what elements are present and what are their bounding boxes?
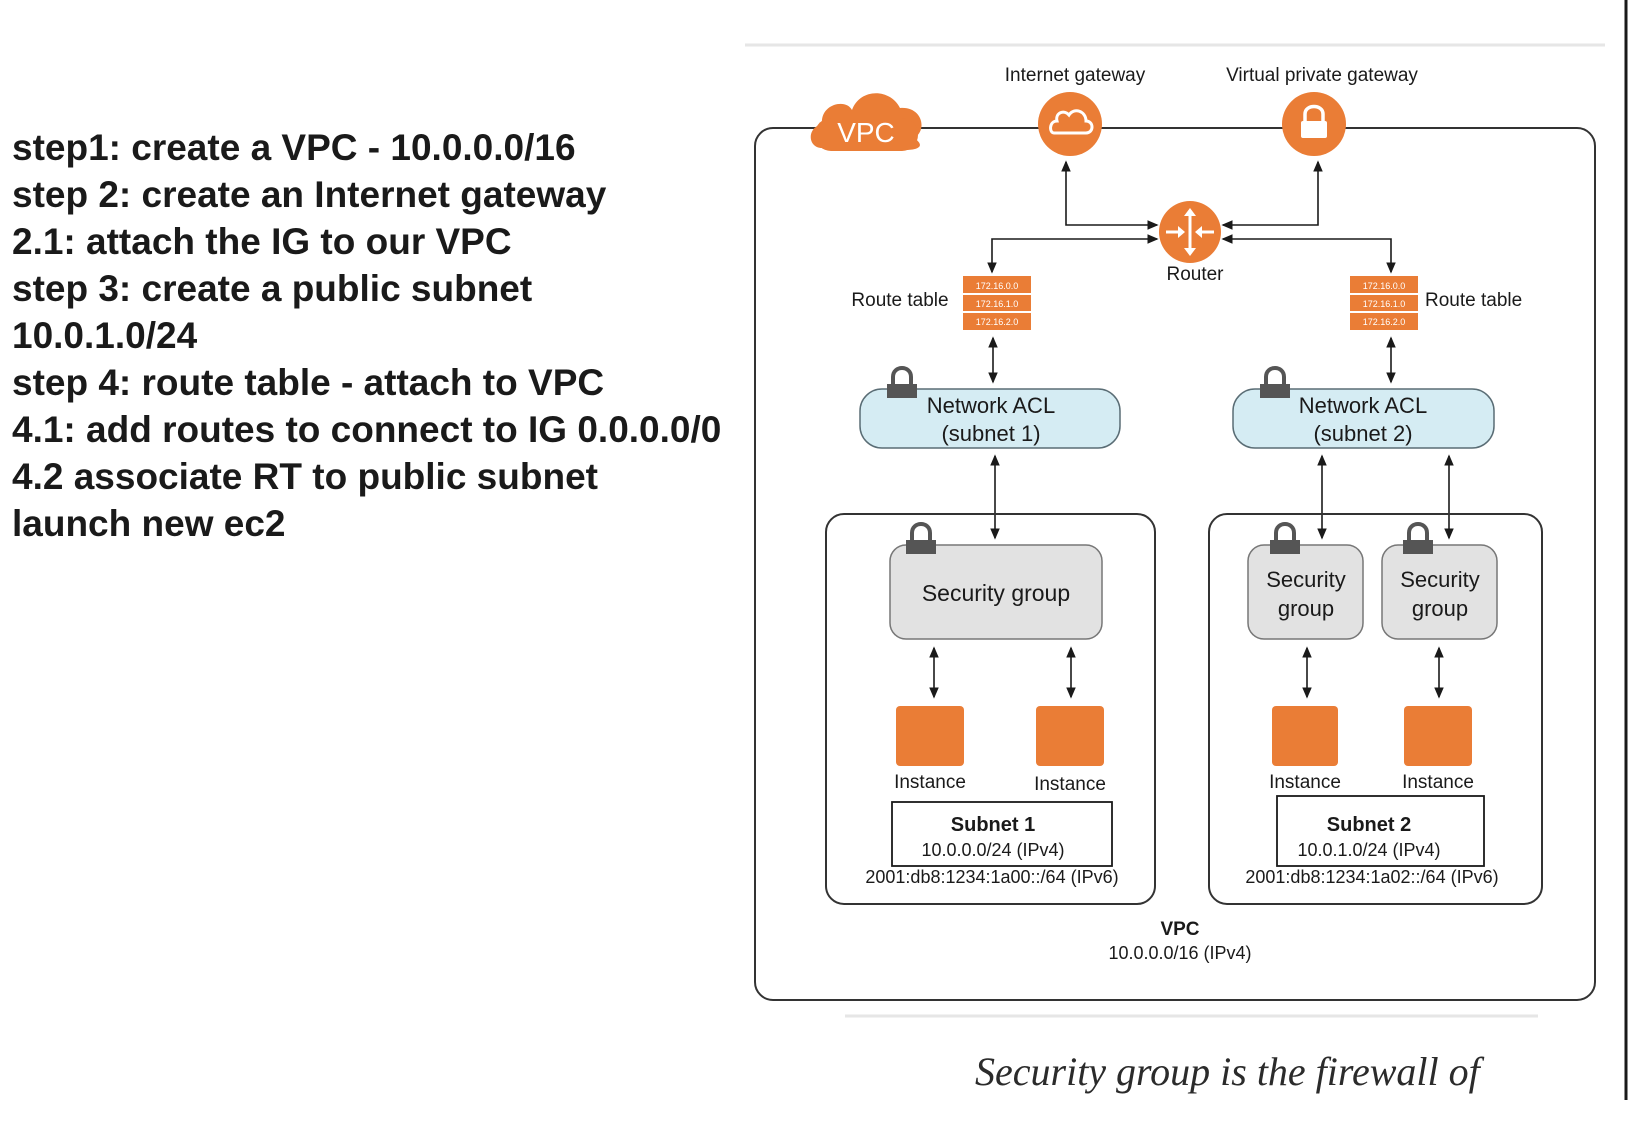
instance-icon — [896, 706, 964, 766]
route-table-right-icon: 172.16.0.0 172.16.1.0 172.16.2.0 — [1350, 276, 1418, 330]
lock-icon — [906, 522, 936, 554]
security-group-2-line2: group — [1278, 596, 1334, 621]
vpg-router-arrow — [1221, 160, 1323, 230]
subnet1-container — [825, 513, 1156, 905]
subnet2-container — [1208, 513, 1543, 905]
instance-icon — [1036, 706, 1104, 766]
subnet1-title: Subnet 1 — [951, 814, 1035, 836]
network-acl-subnet1 — [859, 388, 1121, 449]
steps-list: step1: create a VPC - 10.0.0.0/16 step 2… — [12, 124, 732, 547]
instance-label: Instance — [1269, 772, 1341, 793]
route-row: 172.16.1.0 — [1363, 299, 1406, 309]
internet-gateway-label: Internet gateway — [1005, 65, 1146, 86]
route-table-right-label: Route table — [1425, 290, 1522, 311]
instance-label: Instance — [1402, 772, 1474, 793]
lock-icon — [887, 366, 917, 398]
security-group-3-line2: group — [1412, 596, 1468, 621]
subnet1-ipv4: 10.0.0.0/24 (IPv4) — [921, 840, 1064, 860]
route-row: 172.16.2.0 — [976, 317, 1019, 327]
step-line: 4.1: add routes to connect to IG 0.0.0.0… — [12, 409, 722, 450]
instance-label: Instance — [1034, 774, 1106, 795]
route-row: 172.16.1.0 — [976, 299, 1019, 309]
vpc-badge-label: VPC — [837, 117, 895, 148]
security-group-1 — [889, 544, 1103, 640]
step-line: step1: create a VPC - 10.0.0.0/16 — [12, 127, 576, 168]
vpc-cidr: 10.0.0.0/16 (IPv4) — [1108, 943, 1251, 963]
step-line: 4.2 associate RT to public subnet — [12, 456, 598, 497]
virtual-private-gateway-icon — [1282, 92, 1346, 156]
subnet2-title: Subnet 2 — [1327, 814, 1411, 836]
step-line: step 4: route table - attach to VPC — [12, 362, 605, 403]
step-line: step 3: create a public subnet — [12, 268, 533, 309]
vpc-container — [754, 127, 1596, 1001]
route-row: 172.16.0.0 — [1363, 281, 1406, 291]
security-group-2 — [1247, 544, 1364, 640]
security-group-3-line1: Security — [1400, 567, 1479, 592]
route-row: 172.16.2.0 — [1363, 317, 1406, 327]
acl2-line2: (subnet 2) — [1313, 421, 1412, 446]
instance-label: Instance — [894, 772, 966, 793]
caption-text: Security group is the firewall of — [975, 1049, 1480, 1094]
subnet1-ipv6: 2001:db8:1234:1a00::/64 (IPv6) — [865, 867, 1118, 887]
acl2-line1: Network ACL — [1299, 393, 1427, 418]
route-table-left-label: Route table — [851, 290, 948, 311]
lock-icon — [1270, 522, 1300, 554]
internet-gateway-icon — [1038, 92, 1102, 156]
step-line: launch new ec2 — [12, 503, 286, 544]
network-acl-subnet2 — [1232, 388, 1495, 449]
route-table-left-icon: 172.16.0.0 172.16.1.0 172.16.2.0 — [963, 276, 1031, 330]
instance-icon — [1404, 706, 1472, 766]
security-group-1-label: Security group — [922, 580, 1070, 606]
virtual-private-gateway-label: Virtual private gateway — [1226, 65, 1418, 86]
router-icon — [1159, 201, 1221, 263]
subnet2-ipv6: 2001:db8:1234:1a02::/64 (IPv6) — [1245, 867, 1498, 887]
subnet1-label-box — [891, 801, 1113, 867]
step-line: 2.1: attach the IG to our VPC — [12, 221, 512, 262]
acl1-line2: (subnet 1) — [941, 421, 1040, 446]
subnet2-label-box — [1276, 795, 1485, 867]
step-line: 10.0.1.0/24 — [12, 315, 198, 356]
vpc-title: VPC — [1160, 919, 1199, 940]
router-rt1-arrow — [987, 234, 1159, 274]
security-group-3 — [1381, 544, 1498, 640]
security-group-2-line1: Security — [1266, 567, 1345, 592]
router-rt2-arrow — [1221, 234, 1396, 274]
route-row: 172.16.0.0 — [976, 281, 1019, 291]
lock-icon — [1403, 522, 1433, 554]
igw-router-arrow — [1061, 160, 1159, 230]
router-label: Router — [1166, 264, 1224, 285]
instance-icon — [1272, 706, 1338, 766]
acl1-line1: Network ACL — [927, 393, 1055, 418]
step-line: step 2: create an Internet gateway — [12, 174, 607, 215]
lock-icon — [1260, 366, 1290, 398]
vpc-cloud-icon: VPC — [810, 93, 922, 151]
subnet2-ipv4: 10.0.1.0/24 (IPv4) — [1297, 840, 1440, 860]
